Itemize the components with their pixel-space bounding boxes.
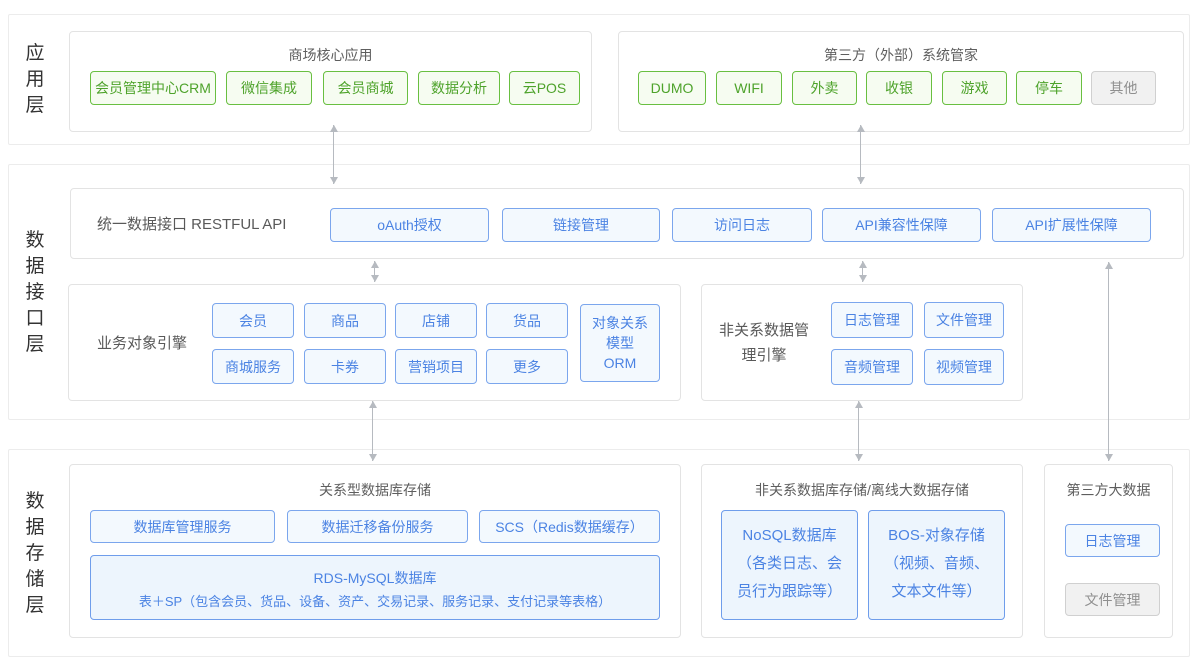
btn-parking[interactable]: 停车 <box>1016 71 1082 105</box>
arrow-core-apps-to-api <box>333 125 334 184</box>
btn-file-management[interactable]: 文件管理 <box>924 302 1004 338</box>
btn-member-crm[interactable]: 会员管理中心CRM <box>90 71 216 105</box>
btn-wechat-integration[interactable]: 微信集成 <box>226 71 312 105</box>
layer-label-application: 应用层 <box>25 43 45 116</box>
btn-access-log[interactable]: 访问日志 <box>672 208 812 242</box>
btn-audio-management[interactable]: 音频管理 <box>831 349 913 385</box>
bos-line-1: BOS-对象存储 <box>888 527 985 544</box>
nonrelational-engine-title-line2: 理引擎 <box>741 347 787 364</box>
third-party-title: 第三方（外部）系统管家 <box>824 47 978 63</box>
btn-coupon[interactable]: 卡券 <box>304 349 386 384</box>
btn-other[interactable]: 其他 <box>1091 71 1156 105</box>
rds-mysql-block[interactable]: RDS-MySQL数据库 表＋SP（包含会员、货品、设备、资产、交易记录、服务记… <box>90 555 660 620</box>
btn-api-extensibility[interactable]: API扩展性保障 <box>992 208 1151 242</box>
nosql-block[interactable]: NoSQL数据库 （各类日志、会 员行为跟踪等） <box>721 510 858 620</box>
nosql-line-3: 员行为跟踪等） <box>736 583 842 600</box>
nonrelational-storage-title: 非关系数据库存储/离线大数据存储 <box>755 482 969 498</box>
nosql-line-1: NoSQL数据库 <box>742 527 837 544</box>
nosql-line-2: （各类日志、会 <box>736 555 842 572</box>
layer-application: 应用层 商场核心应用 会员管理中心CRM 微信集成 会员商城 数据分析 云POS… <box>8 14 1190 145</box>
bos-line-2: （视频、音频、 <box>883 555 989 572</box>
core-apps-title: 商场核心应用 <box>288 47 373 63</box>
orm-line-1: 对象关系 <box>592 315 648 331</box>
btn-cashier[interactable]: 收银 <box>866 71 932 105</box>
layer-label-data-storage: 数据存储层 <box>25 491 45 616</box>
btn-log-management[interactable]: 日志管理 <box>831 302 913 338</box>
bos-line-3: 文本文件等） <box>891 583 982 600</box>
orm-line-2: 模型 <box>606 335 634 351</box>
btn-cloud-pos[interactable]: 云POS <box>509 71 580 105</box>
btn-shop[interactable]: 店铺 <box>395 303 477 338</box>
third-party-card: 第三方（外部）系统管家 DUMO WIFI 外卖 收银 游戏 停车 其他 <box>618 31 1184 132</box>
btn-orm[interactable]: 对象关系 模型 ORM <box>580 304 660 382</box>
btn-db-management-service[interactable]: 数据库管理服务 <box>90 510 275 543</box>
core-apps-card: 商场核心应用 会员管理中心CRM 微信集成 会员商城 数据分析 云POS <box>69 31 592 132</box>
business-engine-card: 业务对象引擎 会员 商品 店铺 货品 商城服务 卡券 营销项目 更多 对象关系 … <box>68 284 681 401</box>
third-party-bigdata-card: 第三方大数据 日志管理 文件管理 <box>1044 464 1173 638</box>
restful-api-title: 统一数据接口 RESTFUL API <box>97 216 287 233</box>
btn-takeout[interactable]: 外卖 <box>792 71 857 105</box>
layer-data-storage: 数据存储层 关系型数据库存储 数据库管理服务 数据迁移备份服务 SCS（Redi… <box>8 449 1190 657</box>
third-party-bigdata-title: 第三方大数据 <box>1066 482 1151 498</box>
btn-goods[interactable]: 货品 <box>486 303 568 338</box>
btn-wifi[interactable]: WIFI <box>716 71 782 105</box>
nonrelational-storage-card: 非关系数据库存储/离线大数据存储 NoSQL数据库 （各类日志、会 员行为跟踪等… <box>701 464 1023 638</box>
btn-product[interactable]: 商品 <box>304 303 386 338</box>
layer-data-interface: 数据接口层 统一数据接口 RESTFUL API oAuth授权 链接管理 访问… <box>8 164 1190 420</box>
nonrelational-engine-title: 非关系数据管 理引擎 <box>714 318 814 368</box>
arrow-business-engine-to-relational-storage <box>372 401 373 461</box>
btn-db-migration-backup[interactable]: 数据迁移备份服务 <box>287 510 468 543</box>
btn-bigdata-file-management[interactable]: 文件管理 <box>1065 583 1160 616</box>
btn-dumo[interactable]: DUMO <box>638 71 706 105</box>
btn-member[interactable]: 会员 <box>212 303 294 338</box>
btn-bigdata-log-management[interactable]: 日志管理 <box>1065 524 1160 557</box>
rds-description: 表＋SP（包含会员、货品、设备、资产、交易记录、服务记录、支付记录等表格） <box>138 594 612 609</box>
rds-title: RDS-MySQL数据库 <box>313 570 437 586</box>
btn-more[interactable]: 更多 <box>486 349 568 384</box>
btn-game[interactable]: 游戏 <box>942 71 1007 105</box>
arrow-api-to-nonrelational-engine <box>862 261 863 282</box>
nonrelational-engine-card: 非关系数据管 理引擎 日志管理 文件管理 音频管理 视频管理 <box>701 284 1023 401</box>
btn-scs-redis-cache[interactable]: SCS（Redis数据缓存） <box>479 510 660 543</box>
btn-link-management[interactable]: 链接管理 <box>502 208 660 242</box>
bos-block[interactable]: BOS-对象存储 （视频、音频、 文本文件等） <box>868 510 1005 620</box>
relational-storage-title: 关系型数据库存储 <box>319 482 431 498</box>
btn-video-management[interactable]: 视频管理 <box>924 349 1004 385</box>
btn-member-mall[interactable]: 会员商城 <box>323 71 408 105</box>
btn-oauth[interactable]: oAuth授权 <box>330 208 489 242</box>
business-engine-title: 业务对象引擎 <box>97 335 188 352</box>
arrow-api-to-third-party-bigdata <box>1108 262 1109 461</box>
arrow-third-party-to-api <box>860 125 861 184</box>
btn-data-analysis[interactable]: 数据分析 <box>418 71 500 105</box>
orm-line-3: ORM <box>603 355 637 371</box>
btn-api-compatibility[interactable]: API兼容性保障 <box>822 208 981 242</box>
arrow-nonrelational-engine-to-nonrelational-storage <box>858 401 859 461</box>
layer-label-data-interface: 数据接口层 <box>25 230 45 355</box>
btn-marketing-project[interactable]: 营销项目 <box>395 349 477 384</box>
restful-api-card: 统一数据接口 RESTFUL API oAuth授权 链接管理 访问日志 API… <box>70 188 1184 259</box>
btn-mall-service[interactable]: 商城服务 <box>212 349 294 384</box>
arrow-api-to-business-engine <box>374 261 375 282</box>
relational-storage-card: 关系型数据库存储 数据库管理服务 数据迁移备份服务 SCS（Redis数据缓存）… <box>69 464 681 638</box>
nonrelational-engine-title-line1: 非关系数据管 <box>718 322 809 339</box>
